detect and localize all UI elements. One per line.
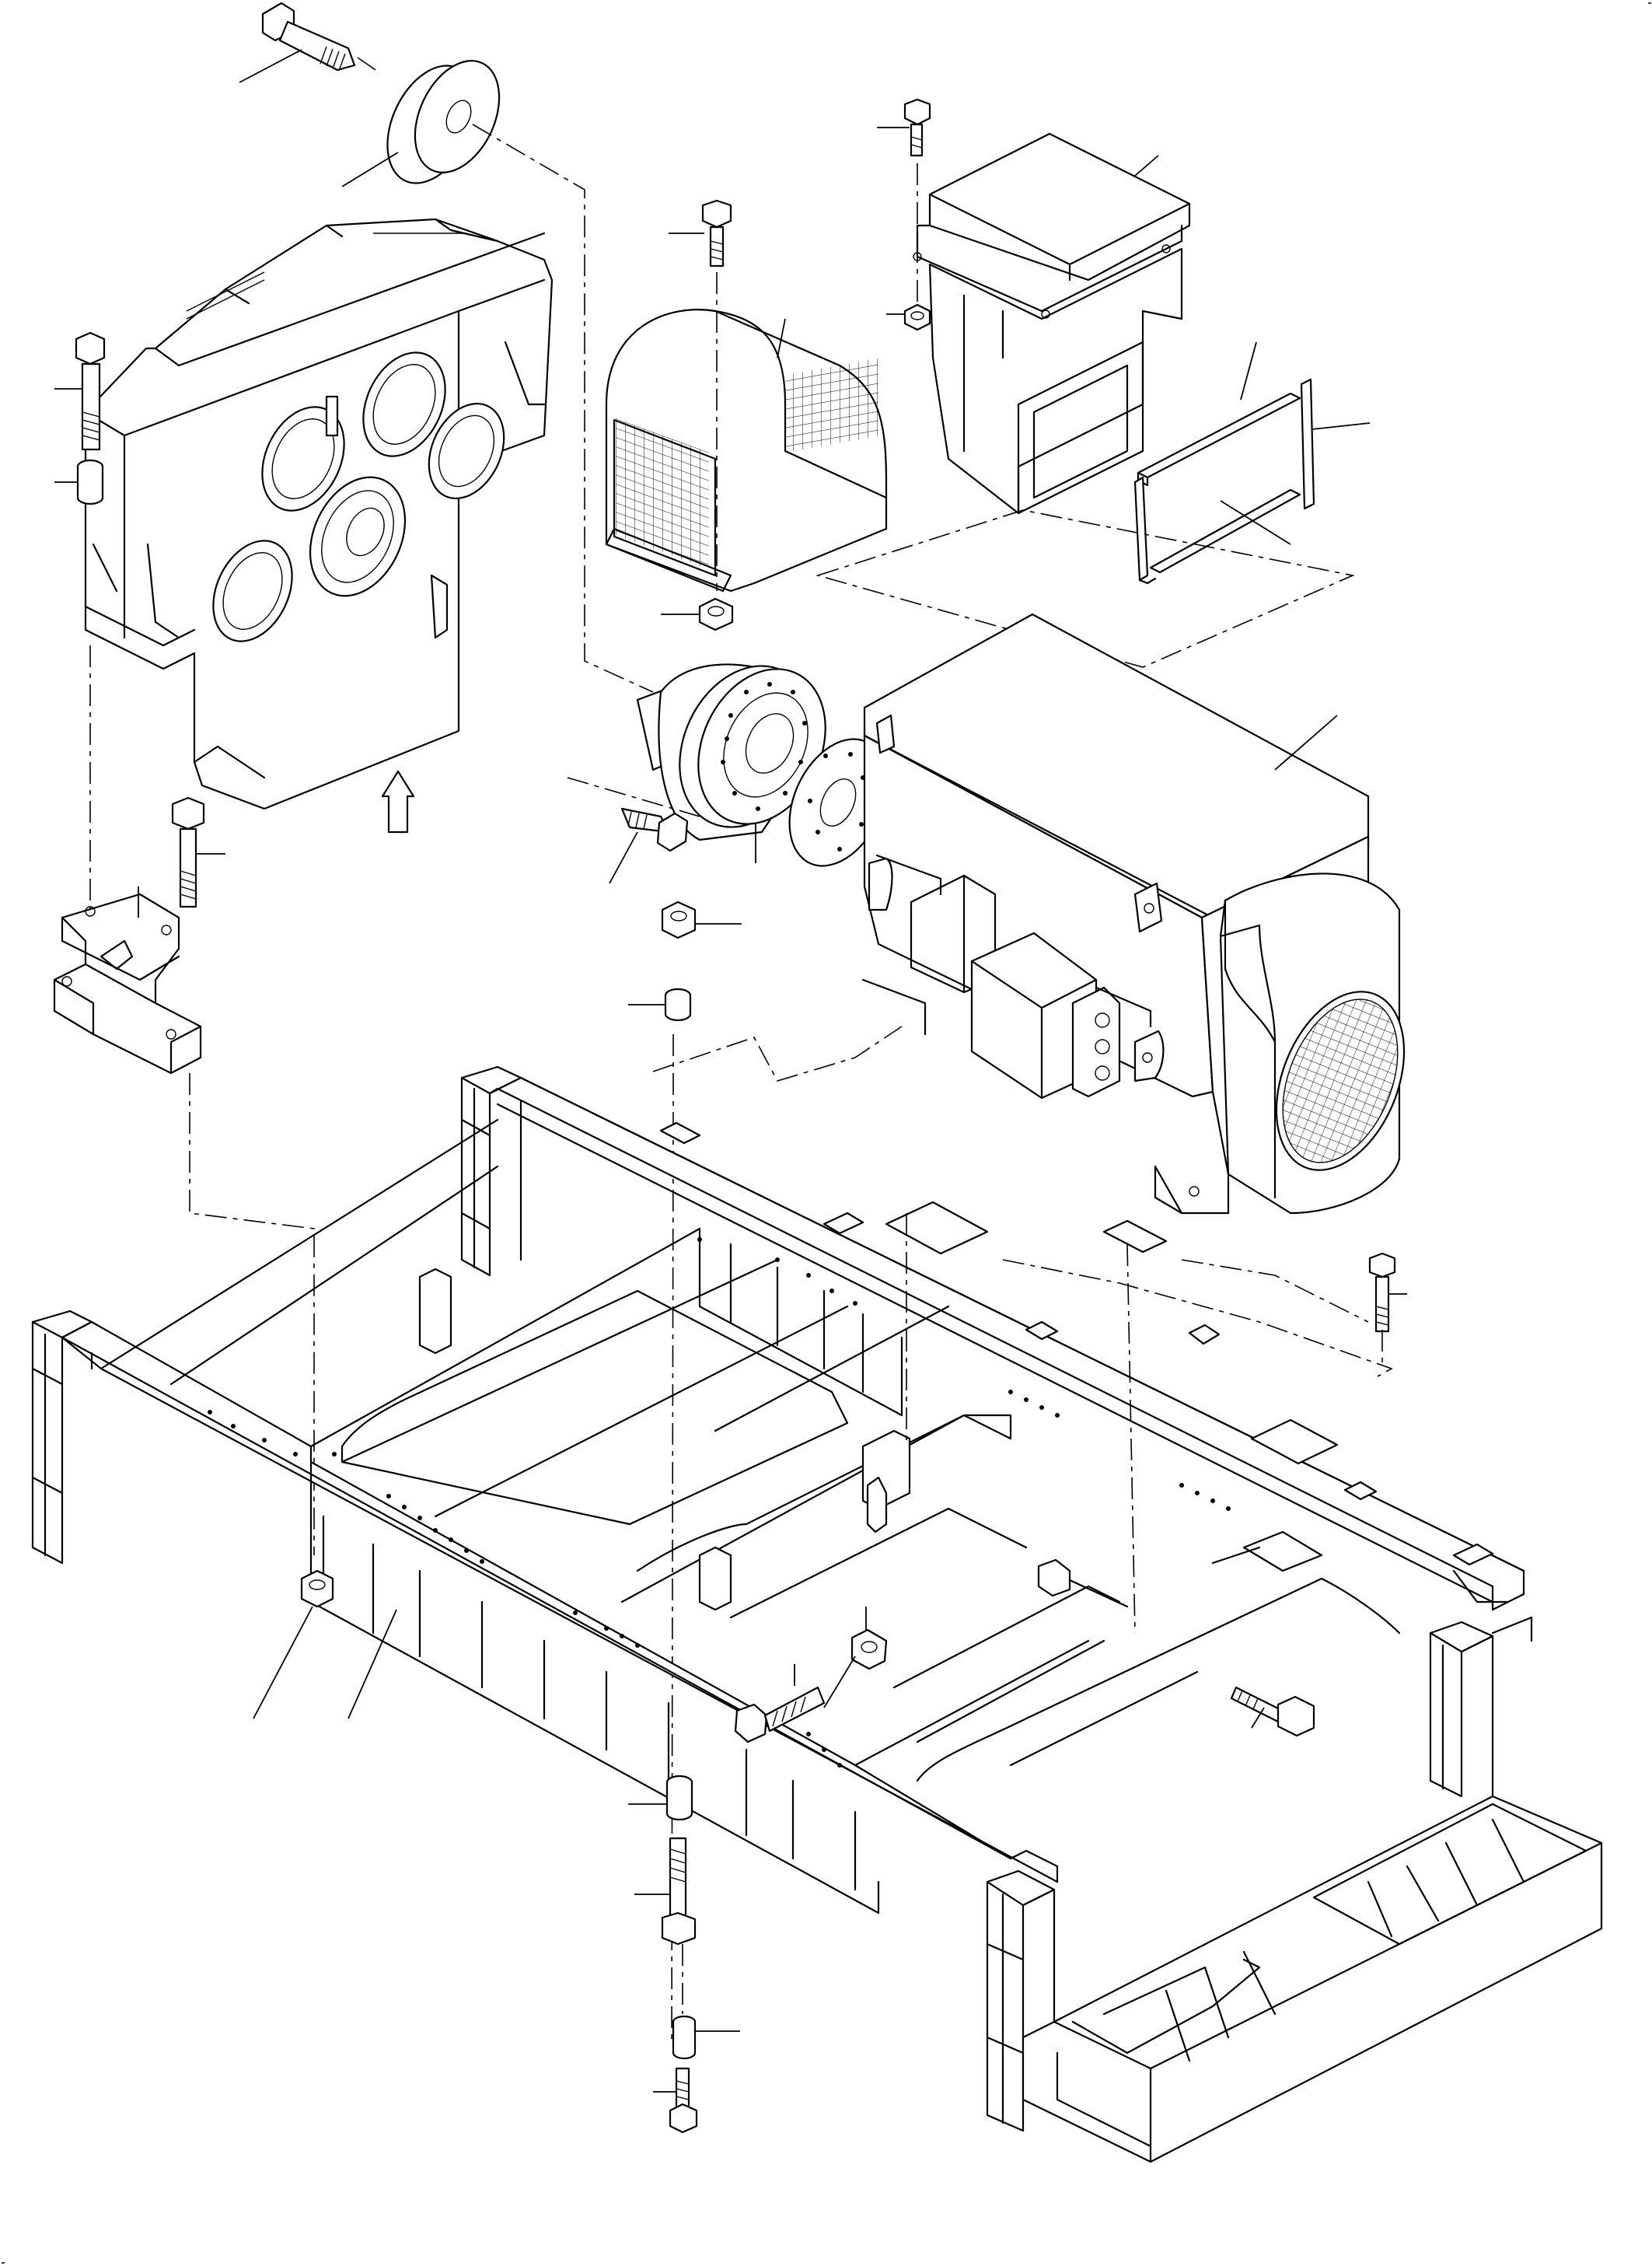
centre-spacer-top [664,988,692,1022]
gearbox-stud [75,331,106,451]
bolt-top-left [261,2,356,72]
guard-nut [698,597,734,631]
gearbox-spacer [76,459,104,505]
coupling-bolt [620,807,689,852]
bolt-right-middle [1230,1686,1315,1737]
coupling-guard [605,309,888,593]
motor-fan-cover [1219,872,1406,1215]
housing-bolt [903,98,931,157]
washer-top-left [386,60,501,184]
gearbox-mount-bolt [171,796,205,908]
bottom-stud [661,1837,697,1946]
nut-lower-middle [850,1628,888,1670]
base-frame [31,1065,1603,2163]
bottom-bolt [669,2067,698,2134]
coupling-flange [788,738,888,867]
left-base-nut [300,1569,334,1608]
housing-nut [903,303,931,331]
right-frame-bolt [1368,1252,1396,1333]
guard-bolt [701,199,732,268]
filter-housing [913,132,1191,515]
coupling-hub [636,663,826,841]
bottom-spacer-upper [665,1775,693,1821]
bottom-spacer-lower [672,2015,697,2060]
terminal-box [970,932,1152,1100]
gearbox-support-block [53,893,202,1075]
filter-frame [1133,378,1315,585]
gearbox [84,218,554,810]
up-arrow-icon [381,770,415,834]
bolt-lower-middle [734,1686,826,1743]
centre-nut-top [661,900,697,939]
nut-right-middle [1037,1558,1129,1608]
